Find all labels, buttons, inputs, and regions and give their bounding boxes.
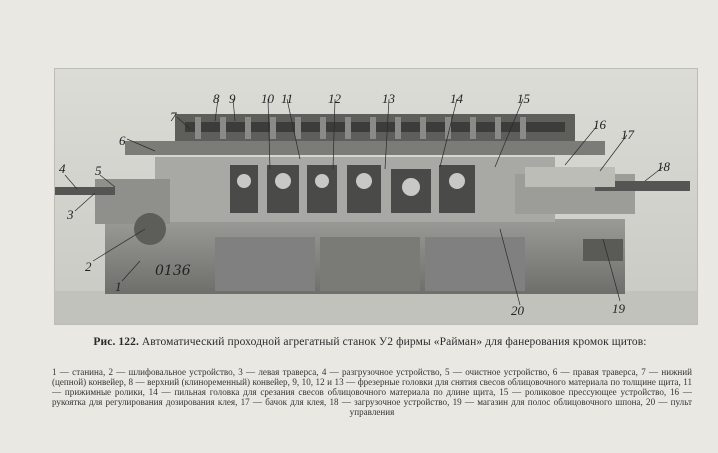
callout-17: 17 (621, 127, 635, 142)
callout-10: 10 (261, 91, 275, 106)
figure-legend: 1 — станина, 2 — шлифовальное устройство… (52, 367, 692, 417)
callout-19: 19 (612, 301, 626, 316)
callout-15: 15 (517, 91, 531, 106)
callout-14: 14 (450, 91, 464, 106)
callout-2: 2 (85, 259, 92, 274)
grinding-unit (134, 213, 166, 245)
figure-caption: Рис. 122. Автоматический проходной агрег… (40, 336, 700, 349)
figure-title: Автоматический проходной агрегатный стан… (141, 336, 647, 348)
callout-12: 12 (328, 91, 342, 106)
machine-illustration: 0136 1 2 3 4 5 (55, 69, 697, 324)
callout-16: 16 (593, 117, 607, 132)
callout-20: 20 (511, 303, 525, 318)
callout-11: 11 (281, 91, 293, 106)
machine-photo: 0136 1 2 3 4 5 (54, 68, 698, 325)
callout-6: 6 (119, 133, 126, 148)
figure-number: Рис. 122. (93, 336, 139, 348)
callout-18: 18 (657, 159, 671, 174)
callout-5: 5 (95, 163, 102, 178)
callout-4: 4 (59, 161, 66, 176)
callout-8: 8 (213, 91, 220, 106)
callout-7: 7 (170, 109, 177, 124)
callout-9: 9 (229, 91, 236, 106)
callout-13: 13 (382, 91, 396, 106)
callout-1: 1 (115, 279, 122, 294)
machine-marking: 0136 (155, 263, 191, 279)
callout-3: 3 (66, 207, 74, 222)
